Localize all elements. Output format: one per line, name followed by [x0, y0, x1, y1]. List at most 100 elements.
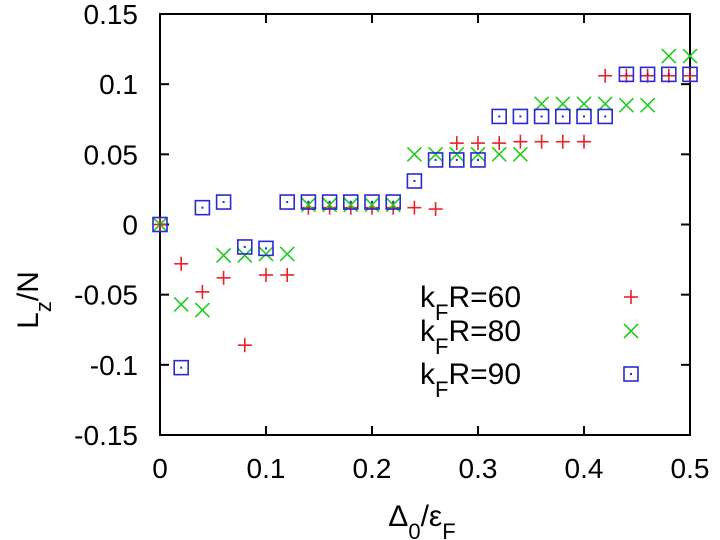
- series-1-point: [194, 302, 210, 318]
- cross-b: [428, 146, 444, 162]
- square-dot: [413, 179, 416, 182]
- series-2-point: [512, 108, 529, 125]
- series-2-point: [533, 108, 550, 125]
- series-2-point: [427, 152, 444, 168]
- square-dot: [498, 115, 501, 118]
- square-box: [237, 239, 253, 255]
- square-box: [618, 66, 635, 83]
- square-box: [406, 173, 423, 189]
- series-2-point: [597, 108, 614, 125]
- series-1-point: [173, 296, 189, 313]
- square-dot: [201, 206, 204, 209]
- y-tick-label: -0.1: [90, 350, 138, 381]
- legend-marker-0: [624, 290, 638, 304]
- series-1-point: [258, 246, 274, 262]
- series-2-point: [342, 194, 359, 210]
- legend-marker-2: [623, 366, 639, 382]
- square-dot: [540, 115, 543, 118]
- square-dot: [265, 247, 267, 250]
- y-tick-label: 0: [122, 210, 138, 241]
- series-0-point: [577, 134, 591, 149]
- square-box: [173, 359, 189, 376]
- cross-b: [470, 146, 486, 162]
- series-2-point: [639, 66, 656, 83]
- square-box: [342, 194, 359, 210]
- series-2-point: [194, 199, 211, 216]
- series-2-point: [152, 216, 168, 233]
- square-dot: [477, 158, 479, 161]
- legend-label-2: kFR=90: [420, 358, 521, 402]
- series-2-point: [215, 194, 232, 210]
- series-0-point: [598, 68, 613, 83]
- series-2-point: [682, 66, 698, 83]
- square-box: [491, 108, 508, 125]
- y-tick-label: -0.05: [74, 280, 138, 311]
- cross-b: [449, 146, 465, 162]
- y-tick-label: 0.1: [99, 69, 138, 100]
- square-box: [448, 152, 465, 168]
- series-1-point: [512, 146, 528, 162]
- cross-b: [258, 246, 274, 262]
- cross-b: [555, 96, 571, 112]
- square-box: [597, 108, 614, 125]
- series-2-point: [618, 66, 635, 83]
- x-axis-label: Δ0/εF: [388, 500, 455, 540]
- square-box: [533, 108, 550, 125]
- series-2-point: [406, 173, 423, 189]
- series-0-point: [407, 200, 422, 215]
- cross-b: [618, 97, 634, 113]
- square-dot: [667, 73, 670, 76]
- square-dot: [646, 73, 649, 76]
- square-dot: [583, 115, 585, 118]
- x-tick-label: 0.5: [671, 453, 710, 484]
- square-dot: [604, 115, 607, 118]
- square-dot: [349, 201, 352, 204]
- series-2-point: [660, 66, 677, 83]
- series-2-point: [470, 152, 486, 168]
- series-2-point: [491, 108, 508, 125]
- series-1-point: [491, 146, 507, 162]
- square-dot: [434, 158, 437, 161]
- series-2-point: [300, 194, 317, 210]
- series-0-point: [280, 268, 295, 283]
- legend-label-1: kFR=80: [420, 315, 521, 359]
- x-tick-label: 0.4: [565, 453, 604, 484]
- series-2-point: [279, 194, 296, 210]
- cross-b: [623, 323, 639, 339]
- series-2-point: [321, 194, 338, 210]
- square-box: [215, 194, 232, 210]
- legend-marker-1: [623, 323, 639, 339]
- series-2-point: [237, 239, 253, 255]
- square-box: [512, 108, 529, 125]
- square-dot: [630, 373, 632, 375]
- square-dot: [561, 115, 564, 118]
- series-0-point: [237, 338, 252, 353]
- series-1-point: [576, 96, 592, 112]
- square-dot: [455, 158, 458, 161]
- square-dot: [222, 201, 225, 204]
- square-dot: [307, 201, 310, 204]
- x-tick-label: 0: [152, 453, 168, 484]
- series-0-point: [471, 136, 485, 151]
- square-box: [660, 66, 677, 83]
- series-2-point: [576, 108, 592, 125]
- series-2-point: [364, 194, 380, 210]
- square-dot: [625, 73, 628, 76]
- series-0-point: [428, 202, 443, 217]
- square-box: [300, 194, 317, 210]
- series-2-point: [173, 359, 189, 376]
- series-0-point: [513, 134, 528, 149]
- square-dot: [159, 223, 161, 226]
- series-0-point: [259, 268, 273, 283]
- series-1-point: [682, 48, 698, 64]
- square-box: [682, 66, 698, 83]
- square-box: [152, 216, 168, 233]
- series-1-point: [470, 146, 486, 162]
- square-dot: [243, 245, 246, 248]
- legend-label-0: kFR=60: [420, 281, 521, 325]
- cross-b: [640, 97, 656, 113]
- series-1-point: [216, 247, 232, 263]
- cross-b: [682, 48, 698, 64]
